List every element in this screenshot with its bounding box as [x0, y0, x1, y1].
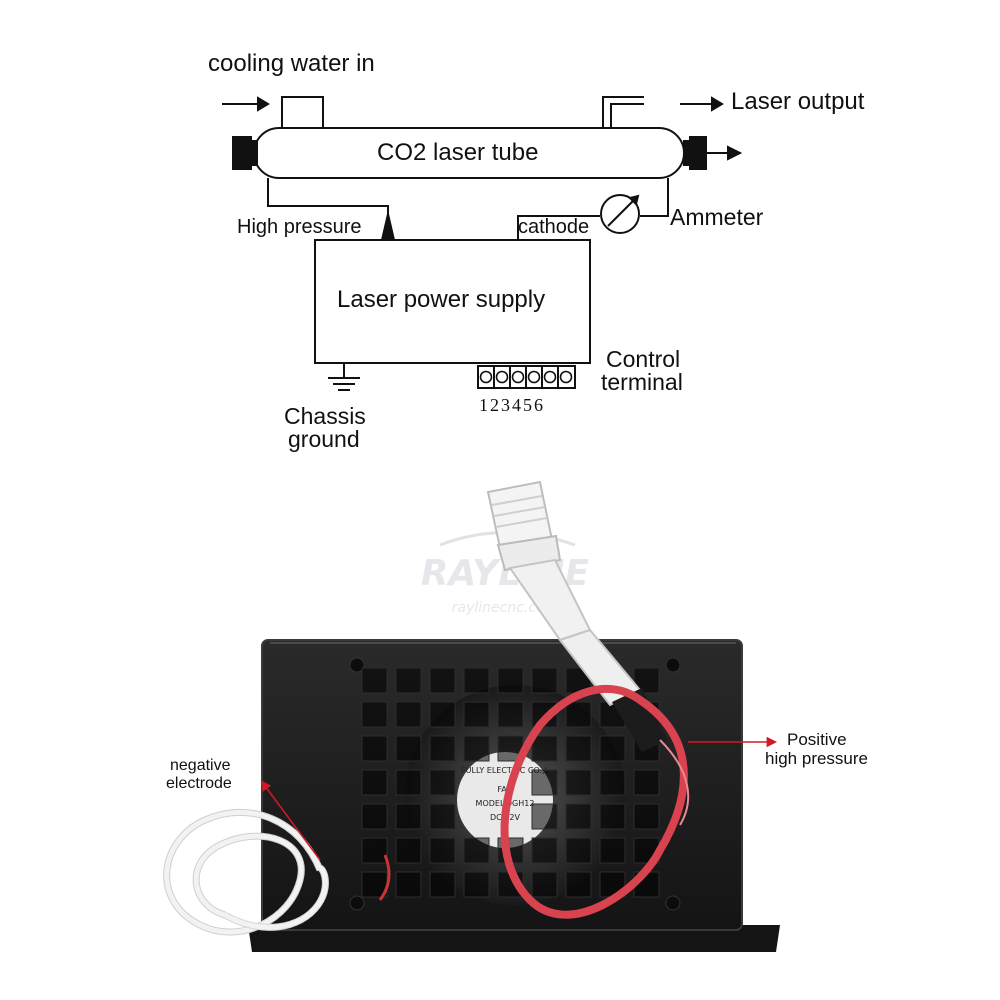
high-pressure-terminal — [380, 213, 396, 241]
grille-opening — [361, 803, 388, 830]
grille-opening — [565, 871, 592, 898]
water-outlet-pipe — [602, 96, 644, 128]
grille-opening — [361, 735, 388, 762]
high-pressure-label: High pressure — [237, 216, 362, 238]
control-terminal-block — [477, 365, 576, 389]
schematic — [222, 96, 743, 391]
screw-icon — [665, 657, 681, 673]
grille-opening — [463, 701, 490, 728]
negative-electrode-label-line2: electrode — [166, 775, 232, 792]
grille-opening — [429, 769, 456, 796]
grille-opening — [395, 735, 422, 762]
grille-opening — [531, 837, 558, 864]
water-inlet-pipe — [281, 96, 324, 128]
grille-opening — [429, 803, 456, 830]
control-terminal-label-line1: Control — [606, 346, 681, 372]
laser-power-supply-label: Laser power supply — [337, 286, 546, 313]
laser-power-supply-box — [314, 239, 591, 364]
grille-opening — [463, 837, 490, 864]
grille-opening — [565, 769, 592, 796]
grille-opening — [361, 769, 388, 796]
grille-opening — [531, 871, 558, 898]
grille-opening — [531, 769, 558, 796]
ammeter-label: Ammeter — [670, 204, 764, 230]
grille-opening — [429, 667, 456, 694]
screw-icon — [349, 657, 365, 673]
negative-electrode-arrow — [260, 780, 321, 861]
grille-opening — [463, 667, 490, 694]
grille-opening — [633, 769, 660, 796]
grille-opening — [565, 837, 592, 864]
grille-opening — [497, 701, 524, 728]
grille-opening — [463, 735, 490, 762]
hv-connector — [486, 480, 668, 752]
grille-opening — [565, 803, 592, 830]
grille-opening — [361, 701, 388, 728]
fan-label-text: FAN — [497, 785, 512, 794]
grille-opening — [565, 735, 592, 762]
grille-opening — [531, 667, 558, 694]
grille-opening — [599, 837, 626, 864]
positive-high-voltage-wire — [500, 684, 688, 919]
grille-opening — [429, 837, 456, 864]
chassis-base-flange — [248, 925, 780, 952]
screw-icon — [665, 895, 681, 911]
positive-high-pressure-label-line1: Positive — [787, 730, 847, 749]
power-supply-photo: FULLY ELECTRIC CO.,L FAN MODEL 9GH12 DC … — [248, 639, 780, 952]
grille-opening — [599, 803, 626, 830]
co2-laser-tube-label: CO2 laser tube — [377, 139, 539, 166]
grille-opening — [599, 735, 626, 762]
cathode-label: cathode — [518, 216, 590, 238]
grille-opening — [463, 871, 490, 898]
grille-opening — [361, 667, 388, 694]
terminal-numbers: 123456 — [479, 395, 545, 415]
grille-opening — [395, 871, 422, 898]
negative-electrode-wire — [163, 808, 329, 936]
negative-electrode-label-line1: negative — [170, 757, 231, 774]
cooling-water-in-label: cooling water in — [208, 50, 375, 77]
grille-opening — [565, 701, 592, 728]
grille-opening — [429, 871, 456, 898]
grille-opening — [497, 667, 524, 694]
positive-high-pressure-label-line2: high pressure — [765, 749, 869, 768]
screw-icon — [349, 895, 365, 911]
chassis-ground-label-line1: Chassis — [284, 403, 366, 429]
grille-opening — [395, 701, 422, 728]
grille-opening — [633, 803, 660, 830]
control-terminal-label-line2: terminal — [601, 369, 683, 395]
high-pressure-wire — [267, 178, 389, 220]
grille-opening — [395, 769, 422, 796]
grille-opening — [531, 803, 558, 830]
grille-opening — [395, 803, 422, 830]
grille-opening — [361, 837, 388, 864]
chassis-ground-icon — [328, 363, 360, 391]
watermark-site: raylinecnc.com — [452, 600, 559, 616]
grille-opening — [599, 769, 626, 796]
grille-opening — [531, 735, 558, 762]
grille-opening — [429, 701, 456, 728]
cathode-wire — [517, 215, 600, 240]
fan-label-text: FULLY ELECTRIC CO.,L — [461, 766, 549, 775]
grille-opening — [395, 667, 422, 694]
grille-opening — [395, 837, 422, 864]
laser-output-label: Laser output — [731, 88, 865, 115]
chassis-ground-label-line2: ground — [288, 426, 360, 452]
grille-opening — [429, 735, 456, 762]
